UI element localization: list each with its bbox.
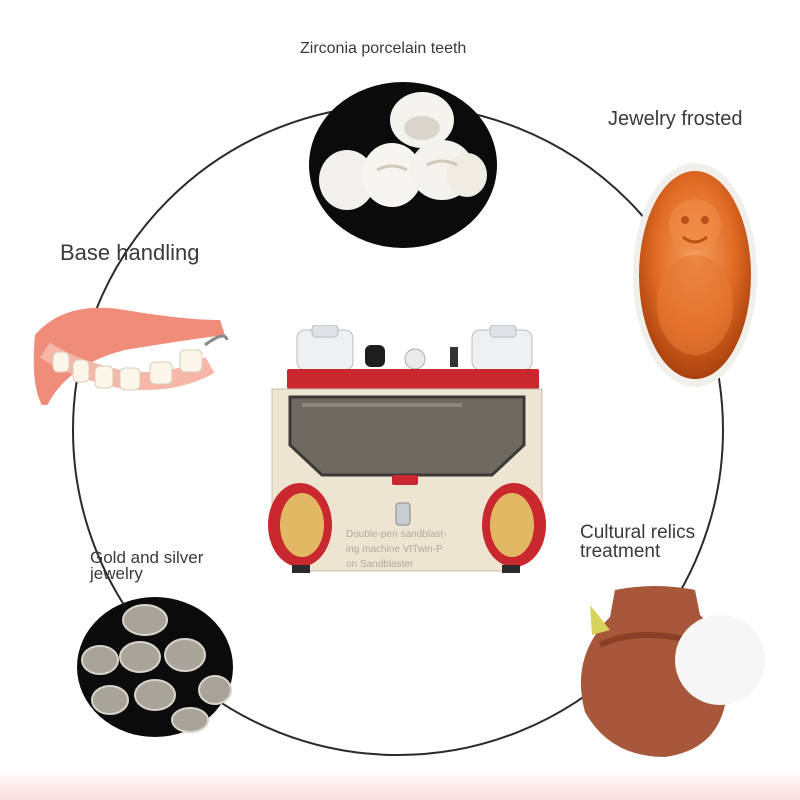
silver-ingots-photo <box>75 595 235 740</box>
amber-buddha-photo <box>625 155 765 395</box>
denture-photo <box>25 290 235 405</box>
zirconia-teeth-photo <box>307 80 499 250</box>
cultural-relics-line-1: Cultural relics <box>580 522 696 543</box>
pottery-photo <box>570 585 765 760</box>
gold-silver-label: Gold and silver jewelry <box>90 548 204 583</box>
product-watermark: Double-pen sandblast- ing machine VITwin… <box>346 527 447 572</box>
watermark-line-2: ing machine VITwin-P <box>346 544 443 555</box>
watermark-line-1: Double-pen sandblast- <box>346 529 447 540</box>
watermark-line-3: on Sandblaster <box>346 559 414 570</box>
gold-silver-line-1: Gold and silver <box>90 548 204 567</box>
zirconia-label: Zirconia porcelain teeth <box>300 40 467 57</box>
cultural-relics-label: Cultural relics treatment <box>580 523 695 561</box>
jewelry-frosted-label: Jewelry frosted <box>608 108 743 130</box>
sandblaster-machine <box>262 325 552 580</box>
gold-silver-line-2: jewelry <box>90 564 143 583</box>
base-handling-label: Base handling <box>60 240 200 265</box>
bottom-band <box>0 770 800 800</box>
cultural-relics-line-2: treatment <box>580 541 661 562</box>
